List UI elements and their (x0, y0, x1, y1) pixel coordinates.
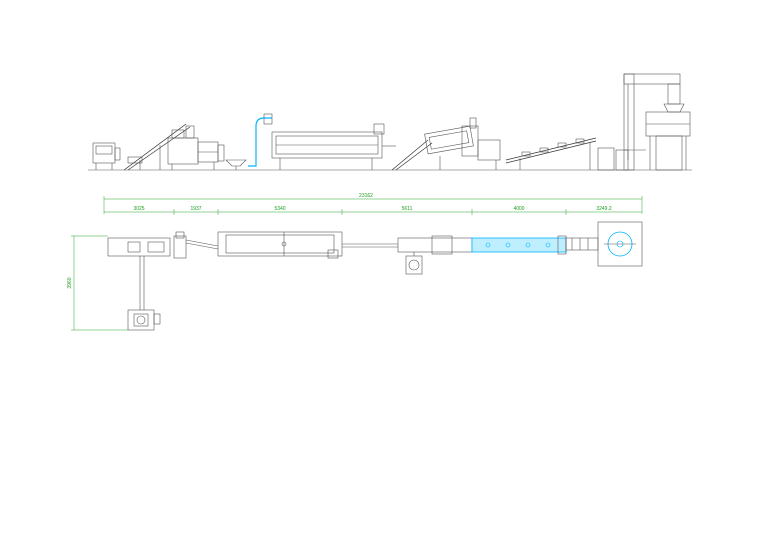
mixer-elevation (92, 142, 121, 170)
total-dimension: 23162 (359, 193, 373, 199)
cutter-elevation (225, 159, 247, 170)
inclined-conveyor-elevation (505, 137, 597, 170)
packing-machine-elevation (597, 73, 691, 171)
elevation-view (88, 73, 692, 171)
segment-dimension-4: 5611 (402, 206, 413, 212)
vertical-dimension: 3960 (67, 277, 73, 288)
extruder-plan (107, 237, 171, 331)
conveyor-pipe-elevation (248, 117, 272, 167)
cutter-plan (173, 231, 219, 259)
segment-dimension-6: 3249.2 (596, 206, 612, 212)
segment-dimension-3: 5340 (274, 206, 285, 212)
flavoring-line-elevation (391, 117, 501, 171)
extruder-elevation (123, 123, 225, 171)
packing-machine-plan (565, 221, 643, 267)
segment-dimension-5: 4000 (513, 206, 524, 212)
segment-dimension-2: 1937 (190, 206, 201, 212)
dryer-plan (217, 231, 398, 259)
dryer-elevation (271, 123, 396, 170)
cooling-conveyor-plan (471, 235, 567, 255)
dimension-lines: 23162 3025 1937 5340 5611 4000 3249.2 39… (67, 193, 643, 331)
segment-dimension-1: 3025 (133, 206, 144, 212)
plan-view (107, 221, 643, 331)
flavoring-line-plan (397, 235, 473, 275)
